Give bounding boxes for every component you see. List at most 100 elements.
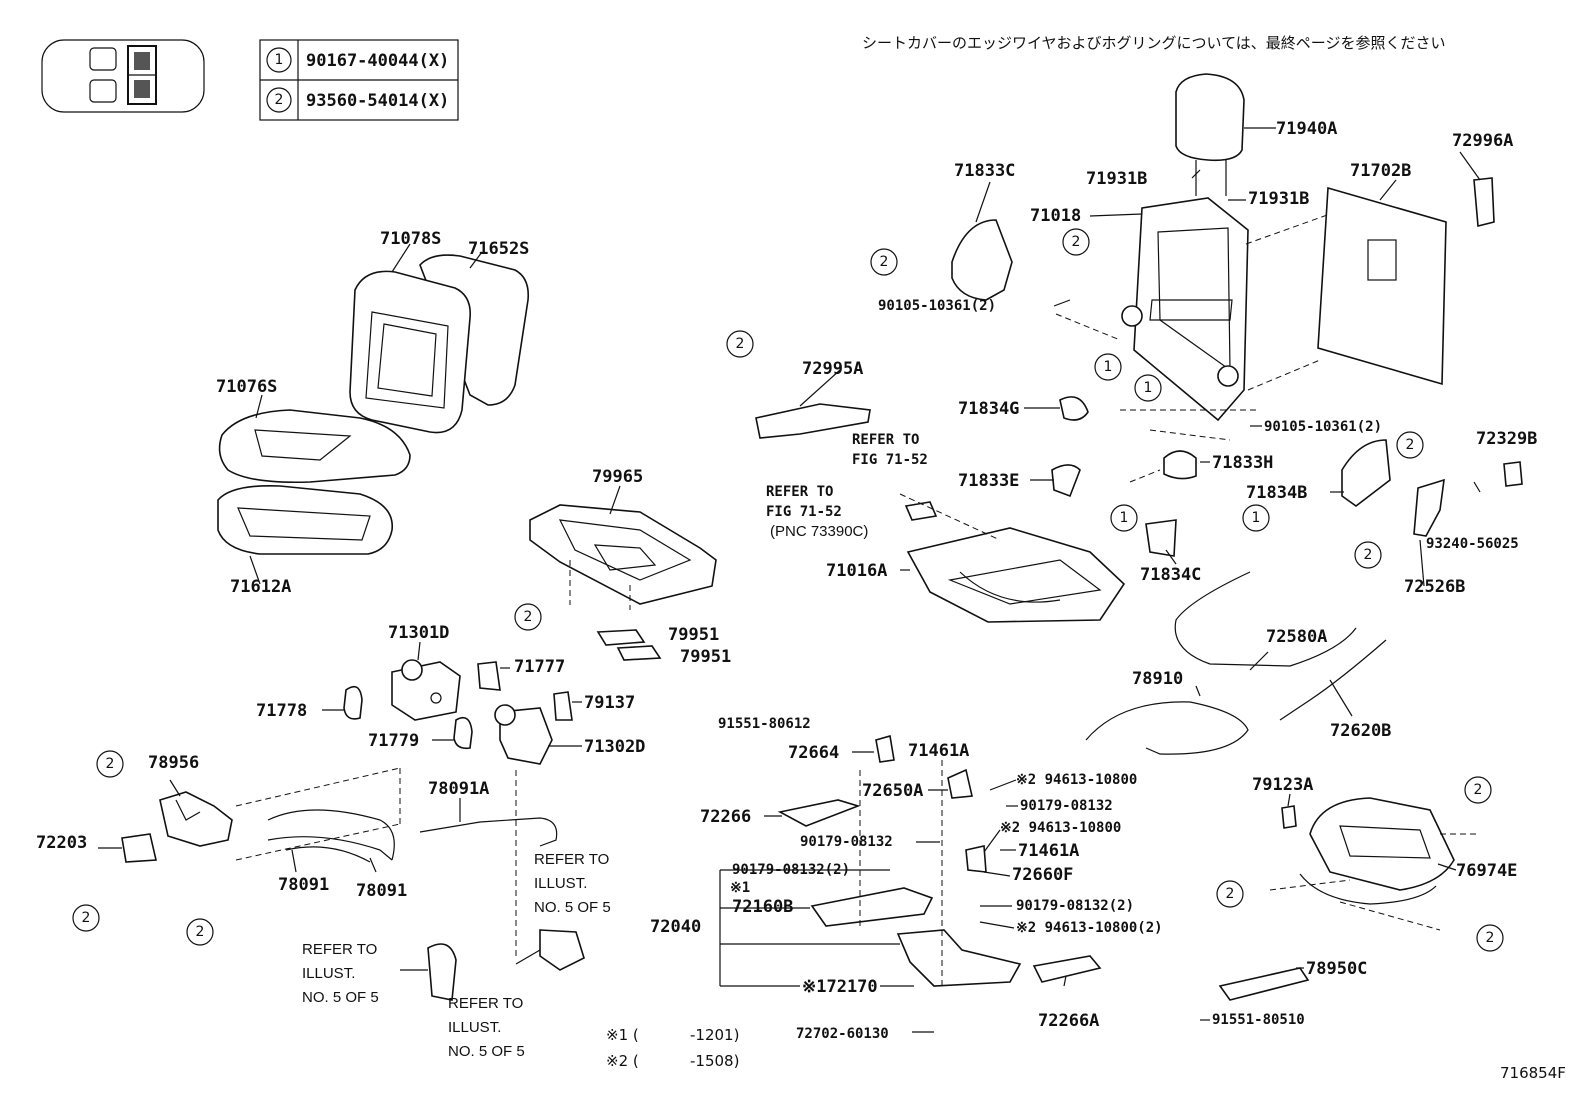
label-72996A: 72996A xyxy=(1452,131,1513,151)
label-78956: 78956 xyxy=(148,753,199,773)
svg-text:2: 2 xyxy=(1364,547,1373,563)
marker-2: 2 xyxy=(514,603,542,631)
label-90179-08132-2: 90179-08132(2) xyxy=(1016,898,1134,914)
footnote-1-value: -1201) xyxy=(690,1026,739,1044)
legend-part-1: 90167-40044(X) xyxy=(306,51,449,71)
svg-text:2: 2 xyxy=(106,756,115,772)
label-94613-10800: ※2 94613-10800 xyxy=(1000,820,1121,836)
label-91551-80510: 91551-80510 xyxy=(1212,1012,1305,1028)
footnote-2-mark: ※2 ( xyxy=(606,1052,639,1070)
svg-text:2: 2 xyxy=(1226,886,1235,902)
label-71016A: 71016A xyxy=(826,561,887,581)
refer-cover-left xyxy=(427,943,457,1001)
seat-frame-bracket-79965 xyxy=(529,504,717,610)
label-72580A: 72580A xyxy=(1266,627,1327,647)
refer-fig-part xyxy=(904,501,938,521)
marker-1: 1 xyxy=(1110,504,1138,532)
label-78091: 78091 xyxy=(278,875,329,895)
label-94613-10800: ※2 94613-10800 xyxy=(1016,772,1137,788)
svg-text:1: 1 xyxy=(1144,380,1153,396)
marker-1: 1 xyxy=(1134,374,1162,402)
cable-78091A xyxy=(419,817,558,847)
label-71931B: 71931B xyxy=(1248,189,1309,209)
release-lever-78956 xyxy=(159,791,233,847)
label-71833E: 71833E xyxy=(958,471,1019,491)
label-71652S: 71652S xyxy=(468,239,529,259)
label-71078S: 71078S xyxy=(380,229,441,249)
refer-notes: REFER TO FIG 71-52 REFER TO FIG 71-52 (P… xyxy=(302,432,928,1060)
label-71612A: 71612A xyxy=(230,577,291,597)
label-71834C: 71834C xyxy=(1140,565,1201,585)
refer-illust-c-line2: ILLUST. xyxy=(448,1019,501,1036)
svg-text:1: 1 xyxy=(1252,510,1261,526)
label-71302D: 71302D xyxy=(584,737,645,757)
label-71018: 71018 xyxy=(1030,206,1081,226)
label-71777: 71777 xyxy=(514,657,565,677)
label-91551-80612: 91551-80612 xyxy=(718,716,811,732)
svg-text:2: 2 xyxy=(1406,437,1415,453)
label-72995A: 72995A xyxy=(802,359,863,379)
label-71461A: 71461A xyxy=(908,741,969,761)
refer-fig-a-line1: REFER TO xyxy=(852,432,919,448)
seatback-cover-part xyxy=(349,254,530,434)
cable-72580A xyxy=(1174,571,1357,667)
svg-text:2: 2 xyxy=(524,609,533,625)
clip-72996A xyxy=(1473,177,1495,228)
label-72650A: 72650A xyxy=(862,781,923,801)
seat-frame-71016A xyxy=(906,527,1126,623)
marker-2: 2 xyxy=(186,918,214,946)
label-72660F: 72660F xyxy=(1012,865,1073,885)
cables-78091 xyxy=(267,809,395,863)
seat-cushion-part xyxy=(217,409,411,555)
refer-illust-b-line3: NO. 5 OF 5 xyxy=(302,989,379,1006)
label-71778: 71778 xyxy=(256,701,307,721)
refer-illust-a-line1: REFER TO xyxy=(534,851,609,868)
label-90179-08132: 90179-08132 xyxy=(1020,798,1113,814)
legend-num-1: 1 xyxy=(275,52,284,68)
label-72040: 72040 xyxy=(650,917,701,937)
label-90105-10361: 90105-10361(2) xyxy=(1264,419,1382,435)
label-71834G: 71834G xyxy=(958,399,1019,419)
bracket-79123A xyxy=(1281,805,1297,829)
link-72664 xyxy=(875,734,895,763)
cover-71833E xyxy=(1051,464,1081,498)
refer-illust-b-line1: REFER TO xyxy=(302,941,377,958)
footnotes: ※1 ( -1201) ※2 ( -1508) xyxy=(606,1026,739,1070)
label-note-1: ※1 xyxy=(730,880,750,896)
marker-2: 2 xyxy=(1476,924,1504,952)
cover-71834C xyxy=(1145,519,1177,557)
cover-72266A xyxy=(1032,955,1102,983)
svg-text:2: 2 xyxy=(82,910,91,926)
marker-2: 2 xyxy=(1216,880,1244,908)
refer-fig-b-line1: REFER TO xyxy=(766,484,833,500)
label-79965: 79965 xyxy=(592,467,643,487)
fastener-legend-table: 1 90167-40044(X) 2 93560-54014(X) xyxy=(259,39,459,121)
label-90105-10361: 90105-10361(2) xyxy=(878,298,996,314)
label-71702B: 71702B xyxy=(1350,161,1411,181)
label-79951: 79951 xyxy=(680,647,731,667)
label-79137: 79137 xyxy=(584,693,635,713)
svg-text:2: 2 xyxy=(736,336,745,352)
marker-2: 2 xyxy=(1396,431,1424,459)
label-78091: 78091 xyxy=(356,881,407,901)
marker-2: 2 xyxy=(96,750,124,778)
headrest-71940A xyxy=(1175,73,1245,196)
label-71779: 71779 xyxy=(368,731,419,751)
cover-71778 xyxy=(343,685,363,720)
label-72526B: 72526B xyxy=(1404,577,1465,597)
label-72160B: 72160B xyxy=(732,897,793,917)
marker-2: 2 xyxy=(1464,776,1492,804)
label-71834B: 71834B xyxy=(1246,483,1307,503)
label-72203: 72203 xyxy=(36,833,87,853)
refer-bracket-center xyxy=(539,929,585,971)
legend-row-1: 1 90167-40044(X) xyxy=(266,47,449,73)
cover-71779 xyxy=(453,716,473,750)
label-72329B: 72329B xyxy=(1476,429,1537,449)
label-94613-10800-2: ※2 94613-10800(2) xyxy=(1016,920,1163,936)
label-72266: 72266 xyxy=(700,807,751,827)
svg-text:2: 2 xyxy=(196,924,205,940)
label-72170: ※172170 xyxy=(802,977,878,997)
label-79123A: 79123A xyxy=(1252,775,1313,795)
